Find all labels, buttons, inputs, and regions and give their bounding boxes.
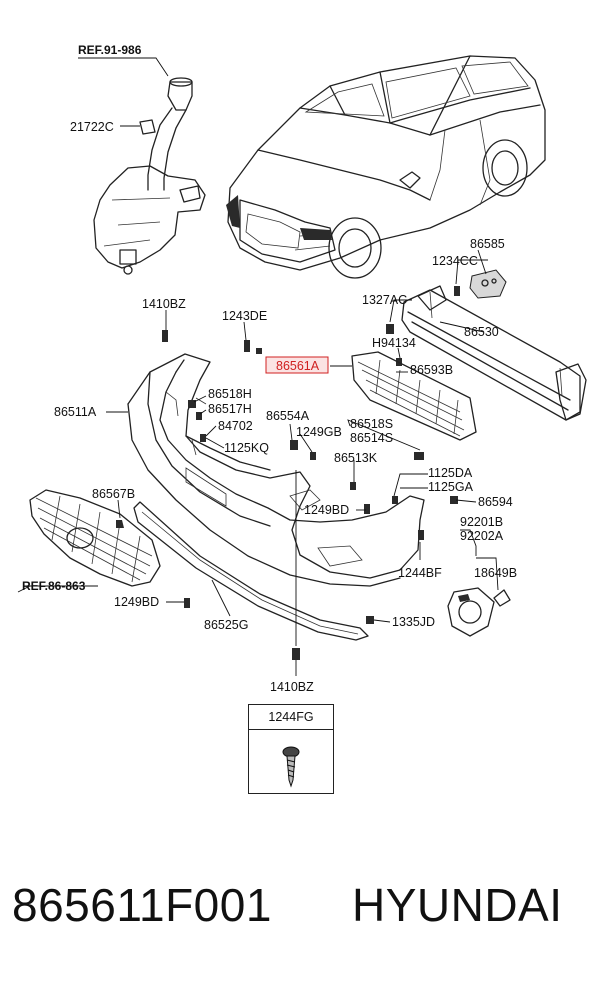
label-1234cc: 1234CC [432, 254, 478, 268]
washer-reservoir-drawing [93, 77, 206, 275]
label-1125da: 1125DA [428, 466, 473, 480]
inset-box-1244fg: 1244FG [248, 704, 334, 794]
lower-grille-drawing [351, 351, 477, 441]
label-86511a: 86511A [54, 405, 97, 419]
reinforcement-beam-drawing [401, 285, 587, 421]
small-fasteners-right [386, 286, 460, 366]
label-1410bz-top: 1410BZ [142, 297, 186, 311]
label-86518h: 86518H [208, 387, 252, 401]
label-1244bf: 1244BF [398, 566, 442, 580]
label-1410bz-bottom: 1410BZ [270, 680, 314, 694]
label-1125kq: 1125KQ [224, 441, 269, 455]
label-1249bd-low: 1249BD [114, 595, 159, 609]
label-86517h: 86517H [208, 402, 252, 416]
bumper-fasteners [162, 330, 458, 660]
label-1249gb: 1249GB [296, 425, 342, 439]
screw-icon [282, 746, 300, 788]
label-18649b: 18649B [474, 566, 517, 580]
label-86593b: 86593B [410, 363, 453, 377]
footer: 865611F001 HYUNDAI [0, 878, 600, 948]
inset-box-label: 1244FG [249, 705, 333, 730]
label-h94134: H94134 [372, 336, 416, 350]
label-1335jd: 1335JD [392, 615, 435, 629]
highlight-box-86561a [265, 356, 329, 374]
radiator-grille-drawing [29, 489, 161, 587]
fog-lamp-drawing [447, 587, 511, 637]
label-1249bd-mid: 1249BD [304, 503, 349, 517]
label-92201b: 92201B [460, 515, 503, 529]
ref-91-986-label: REF.91-986 [78, 43, 142, 57]
label-1243de: 1243DE [222, 309, 267, 323]
label-84702: 84702 [218, 419, 253, 433]
label-21722c: 21722C [70, 120, 114, 134]
label-86514s: 86514S [350, 431, 393, 445]
label-86513k: 86513K [334, 451, 378, 465]
label-86567b: 86567B [92, 487, 135, 501]
label-86530: 86530 [464, 325, 499, 339]
lower-lip-drawing [133, 501, 369, 641]
bumper-cover-drawing [127, 353, 425, 587]
part-number: 865611F001 [12, 879, 272, 931]
label-92202a: 92202A [460, 529, 504, 543]
ref-86-863-label: REF.86-863 [22, 579, 86, 593]
callout-labels: REF.91-986 21722C 86585 1234CC 1327AC 86… [22, 43, 517, 694]
label-86554a: 86554A [266, 409, 310, 423]
label-86518s: 86518S [350, 417, 393, 431]
label-1125ga: 1125GA [428, 480, 474, 494]
brand-name: HYUNDAI [352, 879, 563, 931]
label-86561a: 86561A [276, 359, 320, 373]
bracket-86585-drawing [469, 269, 507, 299]
label-86585: 86585 [470, 237, 505, 251]
label-86525g: 86525G [204, 618, 248, 632]
leader-lines [17, 57, 499, 676]
label-86594: 86594 [478, 495, 513, 509]
vehicle-drawing [226, 55, 546, 279]
label-1327ac: 1327AC [362, 293, 407, 307]
